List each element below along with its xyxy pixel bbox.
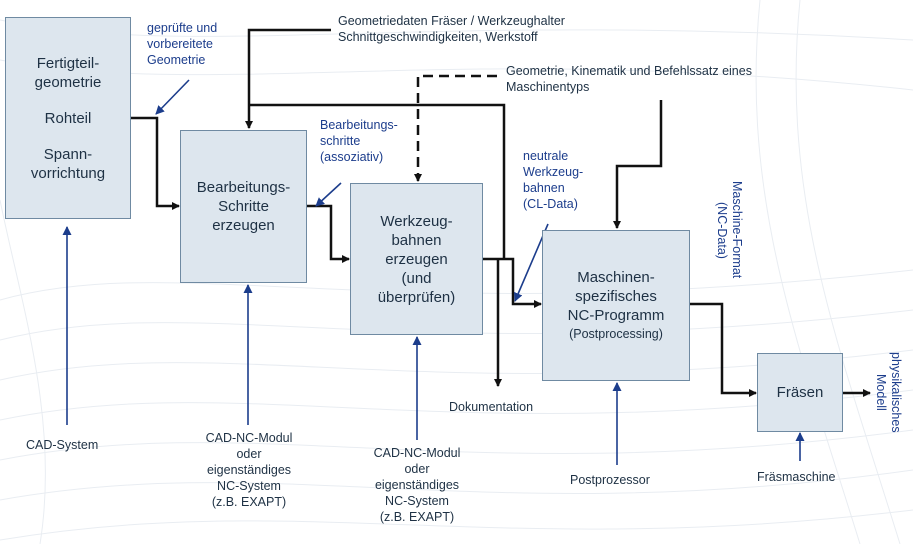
label-gepruefte-geometrie: geprüfte und vorbereitete Geometrie: [147, 21, 218, 67]
fraesen-label: Fräsen: [776, 384, 824, 401]
arrow-maschinen-to-fraesen: [690, 302, 757, 397]
label-fraesmaschine: Fräsmaschine: [757, 470, 836, 484]
maschinen-label: Maschinen- spezifisches NC-Programm: [567, 269, 665, 324]
rohteil-label: Rohteil: [44, 109, 92, 127]
label-physikalisches-modell: physikalisches Modell: [874, 352, 903, 433]
box-fertigteilgeometrie: Fertigteil- geometrie Rohteil Spann- vor…: [5, 17, 131, 219]
arrow-geometriedaten-to-bearbeitung: [245, 28, 331, 129]
label-cad-nc-modul-2: CAD-NC-Modul oder eigenständiges NC-Syst…: [373, 446, 461, 524]
arrow-fertigteil-to-bearbeitung: [131, 116, 180, 210]
label-bearbeitungsschritte: Bearbeitungs- schritte (assoziativ): [320, 118, 398, 164]
label-geometriedaten: Geometriedaten Fräser / Werkzeughalter S…: [338, 14, 565, 44]
box-nc-programm: Maschinen- spezifisches NC-Programm (Pos…: [542, 230, 690, 381]
label-kinematik: Geometrie, Kinematik und Befehlssatz ein…: [506, 64, 752, 94]
arrow-bearbeitungsschritte: [315, 182, 342, 207]
label-dokumentation: Dokumentation: [449, 400, 534, 414]
line-geometriedaten-to-werkzeugbahnen: [249, 103, 506, 259]
label-cad-system: CAD-System: [26, 438, 99, 452]
bearbeitung-label: Bearbeitungs- Schritte erzeugen: [196, 179, 291, 234]
label-cad-nc-modul-1: CAD-NC-Modul oder eigenständiges NC-Syst…: [205, 431, 293, 509]
arrow-bearbeitung-to-werkzeug: [307, 204, 350, 263]
label-postprozessor: Postprozessor: [570, 473, 650, 487]
box-werkzeugbahnen: Werkzeug- bahnen erzeugen (und überprüfe…: [350, 183, 483, 335]
label-maschinen-format: Maschine-Format (NC-Data): [715, 181, 744, 279]
arrow-kinematik-dashed: [414, 74, 497, 182]
arrow-werkzeug-to-maschinen: [483, 257, 542, 308]
werkzeug-label: Werkzeug- bahnen erzeugen (und überprüfe…: [377, 212, 456, 306]
arrow-kinematik-to-maschinen: [613, 100, 663, 229]
postprocessing-label: (Postprocessing): [569, 327, 663, 341]
box-bearbeitungsschritte: Bearbeitungs- Schritte erzeugen: [180, 130, 307, 283]
spannvorrichtung-label: Spann- vorrichtung: [30, 145, 106, 182]
box-fraesen: Fräsen: [757, 353, 843, 432]
arrow-gepruefte: [155, 79, 190, 115]
fertigteil-label: Fertigteil- geometrie: [34, 54, 102, 91]
label-neutrale-werkzeugbahnen: neutrale Werkzeug- bahnen (CL-Data): [523, 149, 584, 211]
